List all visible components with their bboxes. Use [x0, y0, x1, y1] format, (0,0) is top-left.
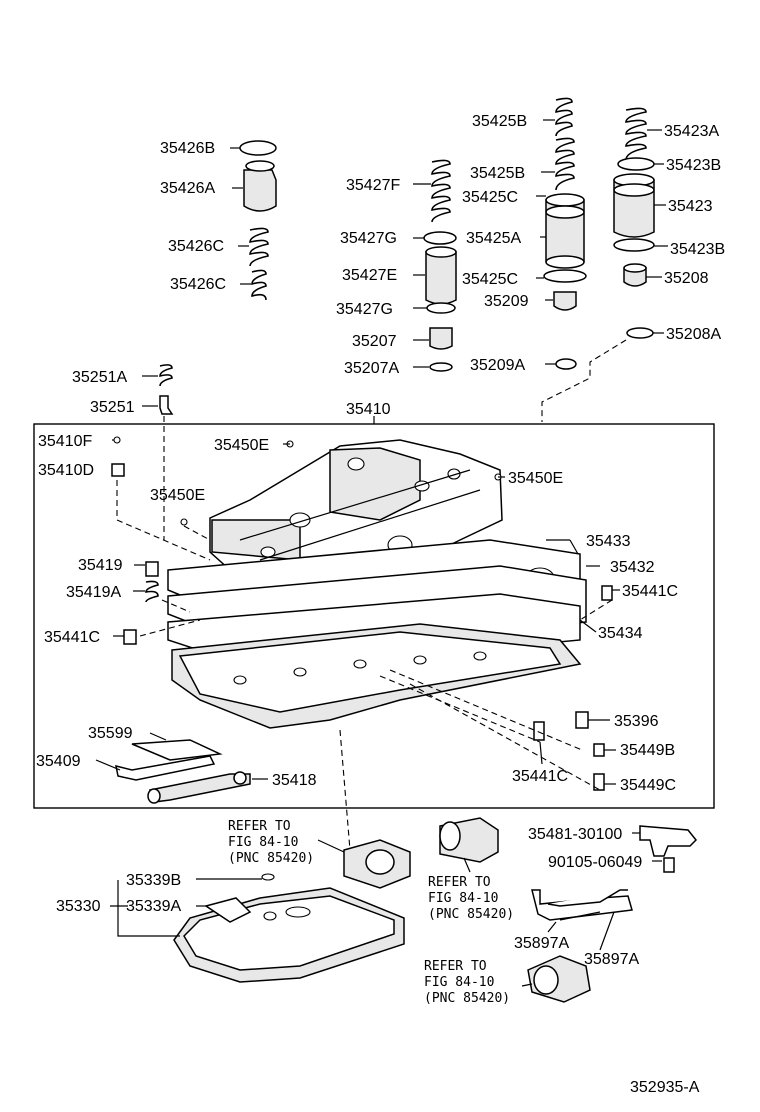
label-35208A: 35208A: [666, 326, 721, 343]
part-35426-group: [239, 140, 277, 301]
part-labels: 35426B 35426A 35426C 35426C 35427F 35427…: [36, 113, 725, 968]
note-3-line1: REFER TO: [424, 959, 487, 974]
note-2-line2: FIG 84-10: [428, 891, 498, 906]
bracket-35481: [639, 825, 698, 873]
label-35339A: 35339A: [126, 898, 181, 915]
label-35208: 35208: [664, 270, 709, 287]
label-35426A: 35426A: [160, 180, 215, 197]
label-35425B-1: 35425B: [472, 113, 527, 130]
label-35426B: 35426B: [160, 140, 215, 157]
label-35410F: 35410F: [38, 433, 92, 450]
lower-valve-body: [171, 623, 582, 729]
note-3-line3: (PNC 85420): [424, 991, 510, 1006]
label-35427G-1: 35427G: [340, 230, 397, 247]
label-35423A: 35423A: [664, 123, 719, 140]
label-35450E-3: 35450E: [150, 487, 205, 504]
label-35441C-1: 35441C: [44, 629, 100, 646]
label-35427G-2: 35427G: [336, 301, 393, 318]
note-1-line3: (PNC 85420): [228, 851, 314, 866]
label-35427F: 35427F: [346, 177, 400, 194]
part-35425-group: [543, 97, 587, 370]
note-2-line3: (PNC 85420): [428, 907, 514, 922]
label-35897A-2: 35897A: [584, 951, 639, 968]
label-35330: 35330: [56, 898, 101, 915]
label-35426C-1: 35426C: [168, 238, 224, 255]
reference-note-3: REFER TO FIG 84-10 (PNC 85420): [424, 959, 510, 1006]
label-35418: 35418: [272, 772, 317, 789]
solenoid-center: [439, 817, 499, 863]
solenoid-left: [343, 839, 411, 889]
label-35396: 35396: [614, 713, 659, 730]
label-35419A: 35419A: [66, 584, 121, 601]
label-35449B: 35449B: [620, 742, 675, 759]
label-35425B-2: 35425B: [470, 165, 525, 182]
part-35423-group: [613, 107, 655, 339]
label-35441C-3: 35441C: [512, 768, 568, 785]
label-35207A: 35207A: [344, 360, 399, 377]
label-35209A: 35209A: [470, 357, 525, 374]
label-35427E: 35427E: [342, 267, 397, 284]
diagram-id: 352935-A: [630, 1079, 700, 1096]
oil-pan-35330: [173, 873, 405, 983]
label-35207: 35207: [352, 333, 397, 350]
label-35425A: 35425A: [466, 230, 521, 247]
part-35409-group: [115, 739, 251, 804]
label-35409: 35409: [36, 753, 81, 770]
note-1-line1: REFER TO: [228, 819, 291, 834]
label-35450E-2: 35450E: [508, 470, 563, 487]
label-35423B-1: 35423B: [666, 157, 721, 174]
label-35441C-2: 35441C: [622, 583, 678, 600]
label-35423B-2: 35423B: [670, 241, 725, 258]
label-35434: 35434: [598, 625, 643, 642]
label-35209: 35209: [484, 293, 529, 310]
reference-note-1: REFER TO FIG 84-10 (PNC 85420): [228, 819, 314, 866]
label-35433: 35433: [586, 533, 631, 550]
label-35432: 35432: [610, 559, 655, 576]
note-2-line1: REFER TO: [428, 875, 491, 890]
label-35425C-2: 35425C: [462, 271, 518, 288]
label-35423: 35423: [668, 198, 713, 215]
label-35251A: 35251A: [72, 369, 127, 386]
label-35425C-1: 35425C: [462, 189, 518, 206]
label-35251: 35251: [90, 399, 135, 416]
label-35450E-1: 35450E: [214, 437, 269, 454]
label-35410: 35410: [346, 401, 391, 418]
label-35449C: 35449C: [620, 777, 676, 794]
label-35481: 35481-30100: [528, 826, 622, 843]
part-35251-group: [142, 364, 174, 540]
tubes-35897A: [531, 889, 633, 921]
note-3-line2: FIG 84-10: [424, 975, 494, 990]
label-35419: 35419: [78, 557, 123, 574]
part-35427-group: [423, 159, 457, 372]
note-1-line2: FIG 84-10: [228, 835, 298, 850]
label-35339B: 35339B: [126, 872, 181, 889]
label-90105: 90105-06049: [548, 854, 642, 871]
label-35897A-1: 35897A: [514, 935, 569, 952]
label-35599: 35599: [88, 725, 133, 742]
label-35410D: 35410D: [38, 462, 94, 479]
reference-note-2: REFER TO FIG 84-10 (PNC 85420): [428, 875, 514, 922]
solenoid-bottom: [527, 955, 591, 1003]
label-35426C-2: 35426C: [170, 276, 226, 293]
